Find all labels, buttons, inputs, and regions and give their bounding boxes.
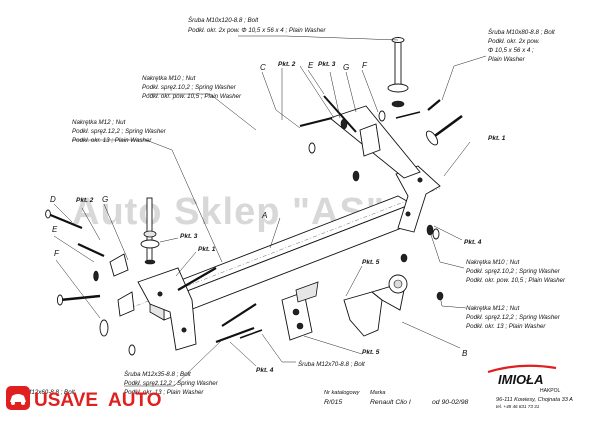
pkt-5-upper: Pkt. 5 xyxy=(362,259,380,266)
usaveauto-logo: USAVE AUTO xyxy=(6,386,161,411)
pkt-3-left: Pkt. 3 xyxy=(180,233,198,240)
label-nut10-3: Podkł. okr. pow. 10,5 ; Plain Washer xyxy=(142,93,242,100)
footer-catalog-no: R/015 xyxy=(324,399,342,406)
label-bolt-top-1: Śruba M10x120-8.8 ; Bolt xyxy=(188,17,258,24)
pkt-2-left: Pkt. 2 xyxy=(76,197,94,204)
letter-c-top: C xyxy=(260,63,266,72)
leader-lines xyxy=(53,35,487,387)
label-bolt-left-partial: Śruba M12x60-8.8 ; Bolt xyxy=(8,389,75,396)
left-fasteners xyxy=(45,209,136,356)
label-nut12-3: Podkł. okr. 13 ; Plain Washer xyxy=(72,137,152,144)
letter-e-left: E xyxy=(52,225,58,234)
label-nut10-1: Nakrętka M10 ; Nut xyxy=(142,75,196,82)
label-nut12r-3: Podkł. okr. 13 ; Plain Washer xyxy=(466,323,546,330)
footer-year: od 90-02/98 xyxy=(432,399,469,406)
pkt-2-top: Pkt. 2 xyxy=(278,61,296,68)
letter-e-top: E xyxy=(308,61,314,70)
pkt-callouts: Pkt. 2 Pkt. 3 Pkt. 1 Pkt. 2 Pkt. 3 Pkt. … xyxy=(76,61,506,374)
letter-f-top: F xyxy=(362,61,368,70)
footer-model: Renault Clio I xyxy=(370,399,411,406)
left-vertical-bolt xyxy=(140,197,160,265)
pkt-4-bottom: Pkt. 4 xyxy=(256,367,274,374)
company-name: IMIOŁA xyxy=(498,372,544,387)
right-bolt-stack xyxy=(425,99,463,146)
right-bracket xyxy=(395,165,441,233)
label-bolt35-1: Śruba M12x35-8.8 ; Bolt xyxy=(124,371,191,378)
label-nut10r-2: Podkł. spręż.10,2 ; Spring Washer xyxy=(466,268,561,275)
label-nut10-2: Podkł. spręż.10,2 ; Spring Washer xyxy=(142,84,237,91)
pkt-1-right: Pkt. 1 xyxy=(488,135,506,142)
letter-g-top: G xyxy=(343,63,349,72)
label-nut12-1: Nakrętka M12 ; Nut xyxy=(72,119,126,126)
letter-d-left: D xyxy=(50,195,56,204)
letter-a: A xyxy=(261,211,267,220)
logo-text-usave: USAVE xyxy=(34,390,98,411)
footer: Nr katalogowy R/015 Marka Renault Clio I… xyxy=(324,364,573,409)
label-bolt-right-4: Plain Washer xyxy=(488,56,526,63)
company-sub: HAKPOL xyxy=(540,388,561,394)
label-bolt-right-3: Φ 10,5 x 56 x 4 ; xyxy=(488,47,534,54)
footer-brand-label: Marka xyxy=(370,390,386,396)
footer-catalog-label: Nr katalogowy xyxy=(324,390,361,396)
label-bolt12x70: Śruba M12x70-8.8 ; Bolt xyxy=(298,361,365,368)
part-letters: A B C E G F D E F G xyxy=(50,61,468,358)
letter-g-left: G xyxy=(102,195,108,204)
footer-phone: tel. +48 46 831 73 31 xyxy=(496,404,540,409)
letter-f-left: F xyxy=(54,249,60,258)
upper-centre-fasteners xyxy=(299,95,421,182)
label-nut10r-1: Nakrętka M10 ; Nut xyxy=(466,259,520,266)
right-nuts xyxy=(400,224,444,301)
bottom-left-bolts xyxy=(177,267,263,344)
label-bolt35-3: Podkł. okr. 13 ; Plain Washer xyxy=(124,389,204,396)
label-nut12-2: Podkł. spręż.12,2 ; Spring Washer xyxy=(72,128,167,135)
centre-bracket xyxy=(329,105,421,179)
pkt-1-left: Pkt. 1 xyxy=(198,246,216,253)
logo-text-auto: AUTO xyxy=(108,390,161,411)
label-nut12r-1: Nakrętka M12 ; Nut xyxy=(466,305,520,312)
label-bolt35-2: Podkł. spręż.12,2 ; Spring Washer xyxy=(124,380,219,387)
label-bolt-right-1: Śruba M10x80-8.8 ; Bolt xyxy=(488,29,555,36)
pkt-5-lower: Pkt. 5 xyxy=(362,349,380,356)
top-bolt-stack xyxy=(387,37,409,108)
label-nut10r-3: Podkł. okr. pow. 10,5 ; Plain Washer xyxy=(466,277,566,284)
label-bolt-top-2: Podkł. okr. 2x pow. Φ 10,5 x 56 x 4 ; Pl… xyxy=(188,27,327,34)
imiola-logo: IMIOŁA HAKPOL xyxy=(487,364,561,394)
tow-ball-b xyxy=(343,274,408,337)
callout-labels: Śruba M10x120-8.8 ; Bolt Podkł. okr. 2x … xyxy=(8,17,566,396)
socket-plate xyxy=(281,281,319,341)
pkt-4-right: Pkt. 4 xyxy=(464,239,482,246)
footer-address: 96-111 Kowiesy, Chojnata 33 A xyxy=(496,397,573,403)
pkt-3-top: Pkt. 3 xyxy=(318,61,336,68)
letter-b: B xyxy=(462,349,468,358)
label-bolt-right-2: Podkł. okr. 2x pow. xyxy=(488,38,540,45)
label-nut12r-2: Podkł. spręż.12,2 ; Spring Washer xyxy=(466,314,561,321)
